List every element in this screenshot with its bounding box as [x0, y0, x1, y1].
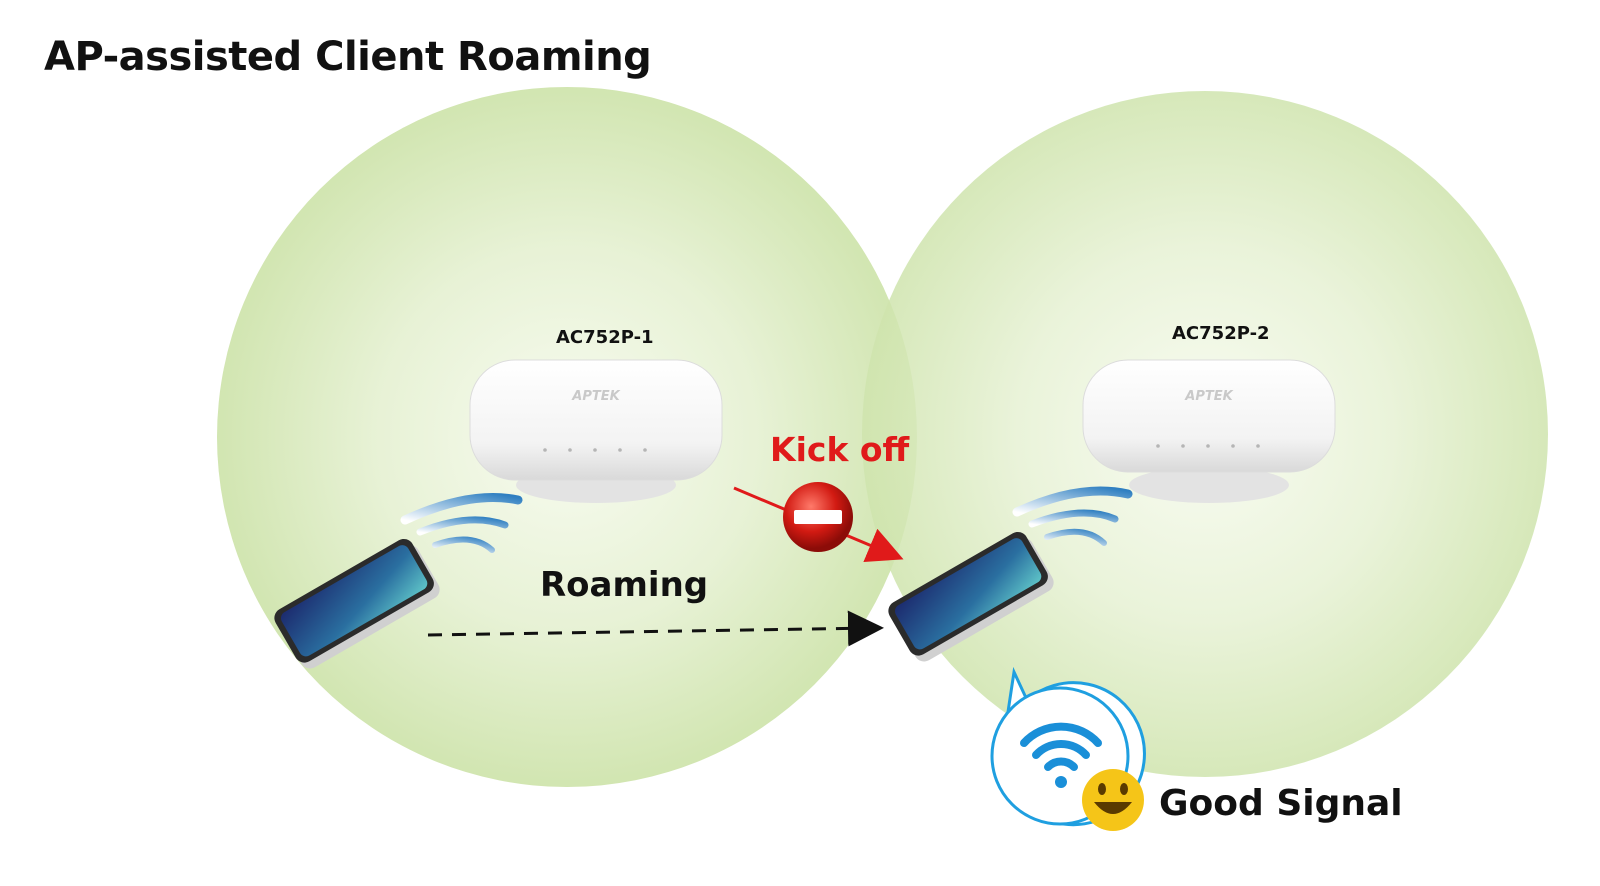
roaming-label: Roaming — [540, 565, 709, 605]
ap2-label: AC752P-2 — [1172, 323, 1270, 344]
roaming-arrow — [427, 610, 884, 647]
ap1-label: AC752P-1 — [556, 327, 654, 348]
no-entry-icon — [783, 482, 853, 552]
kick-off-label: Kick off — [770, 430, 910, 469]
ap1-brand-logo: APTEK — [571, 389, 620, 404]
good-signal-label: Good Signal — [1159, 783, 1403, 824]
phone-client-original — [274, 538, 440, 669]
page-title: AP-assisted Client Roaming — [44, 34, 652, 80]
access-point-1-device: APTEK — [469, 359, 723, 503]
smiley-face-icon — [1082, 769, 1144, 831]
phone-client-roamed — [888, 531, 1054, 662]
signal-waves-icon — [400, 493, 523, 553]
wifi-icon — [1020, 722, 1102, 788]
signal-waves-icon — [1012, 486, 1133, 546]
ap2-brand-logo: APTEK — [1184, 389, 1233, 404]
access-point-2-device: APTEK — [1082, 359, 1336, 503]
